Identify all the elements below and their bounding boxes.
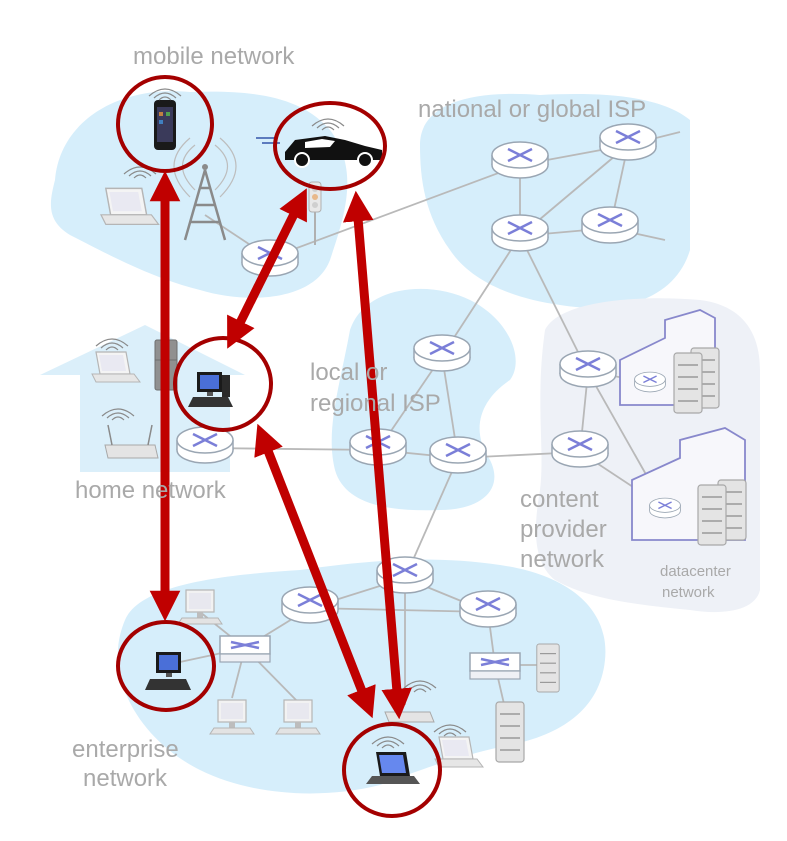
home-computer-icon bbox=[188, 372, 233, 407]
communication-arrows bbox=[149, 170, 412, 720]
label-datacenter-1: datacenter bbox=[660, 563, 731, 580]
datacenter-building-1 bbox=[619, 309, 720, 414]
smartphone-icon bbox=[148, 88, 182, 150]
router-content-2 bbox=[550, 429, 610, 469]
enterprise-server-1 bbox=[536, 643, 560, 693]
router-global-2 bbox=[598, 122, 658, 162]
car-ring bbox=[273, 101, 387, 191]
enterprise-laptop-ring bbox=[342, 722, 442, 818]
router-home bbox=[175, 425, 235, 465]
router-enterprise-3 bbox=[458, 589, 518, 629]
region-national-isp bbox=[420, 93, 690, 308]
router-local-1 bbox=[412, 333, 472, 373]
router-content-1 bbox=[558, 349, 618, 389]
label-content-1: content bbox=[520, 486, 599, 513]
router-global-3 bbox=[490, 213, 550, 253]
label-local-isp-2: regional ISP bbox=[310, 390, 441, 417]
label-datacenter-2: network bbox=[662, 584, 715, 601]
label-mobile-network: mobile network bbox=[133, 43, 295, 70]
enterprise-computer-ring bbox=[116, 620, 216, 712]
label-content-3: network bbox=[520, 546, 605, 573]
enterprise-computer-icon bbox=[145, 652, 191, 690]
car-icon bbox=[256, 118, 382, 168]
label-content-2: provider bbox=[520, 516, 607, 543]
label-local-isp-1: local or bbox=[310, 359, 387, 386]
datacenter-building-2 bbox=[631, 427, 747, 546]
label-national-isp: national or global ISP bbox=[418, 96, 646, 123]
label-home-network: home network bbox=[75, 477, 227, 504]
arrow-car-home bbox=[227, 188, 307, 349]
router-local-3 bbox=[428, 435, 488, 475]
label-enterprise-1: enterprise bbox=[72, 736, 179, 763]
switch-enterprise-2 bbox=[468, 651, 522, 681]
router-global-1 bbox=[490, 140, 550, 180]
label-enterprise-2: network bbox=[83, 765, 168, 792]
arrow-home-enterprise-laptop bbox=[254, 423, 376, 719]
switch-enterprise-1 bbox=[218, 634, 272, 664]
enterprise-laptop-icon bbox=[366, 736, 420, 784]
enterprise-server-2 bbox=[495, 701, 525, 763]
router-global-4 bbox=[580, 205, 640, 245]
arrow-car-enterprise-laptop bbox=[343, 190, 412, 720]
